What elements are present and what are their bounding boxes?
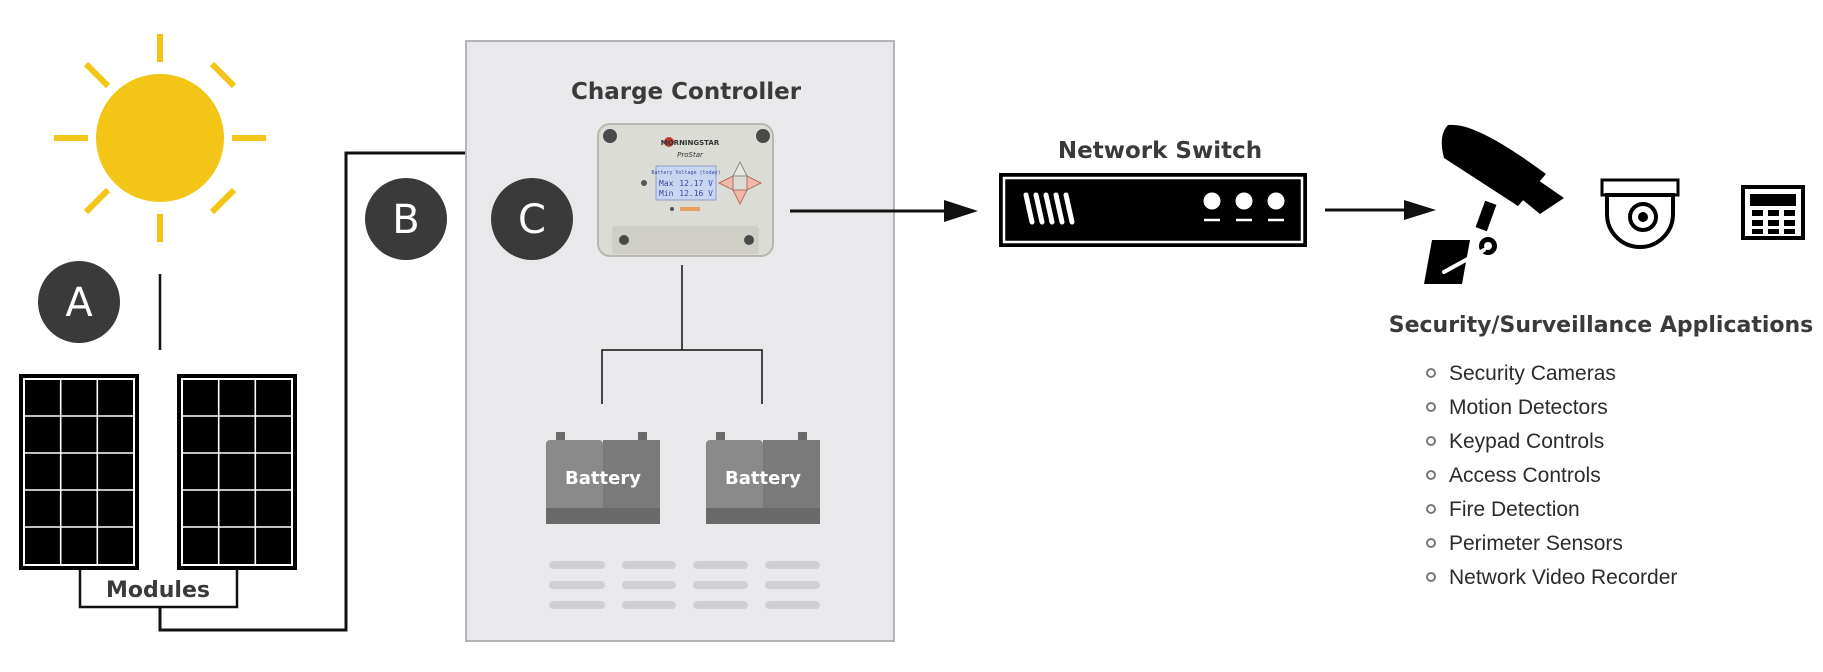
solar-panel-left [19, 374, 139, 570]
charge-controller-title: Charge Controller [571, 79, 802, 105]
svg-text:C: C [518, 197, 546, 243]
network-switch-icon [999, 173, 1307, 247]
svg-text:Battery: Battery [725, 468, 801, 489]
svg-text:Keypad Controls: Keypad Controls [1449, 430, 1604, 453]
bullet-icon [1426, 470, 1436, 480]
list-item: Access Controls [1426, 464, 1601, 487]
sun-icon [54, 34, 266, 242]
badge-c: C [491, 178, 573, 260]
controller-model: ProStar [677, 151, 704, 159]
applications-title: Security/Surveillance Applications [1389, 313, 1814, 338]
bullet-icon [1426, 368, 1436, 378]
battery-wiring [601, 265, 763, 404]
svg-text:Battery: Battery [565, 468, 641, 489]
svg-text:Network Video Recorder: Network Video Recorder [1449, 566, 1677, 589]
modules-label-box: Modules [78, 569, 239, 609]
list-item: Perimeter Sensors [1426, 532, 1623, 555]
svg-text:Security Cameras: Security Cameras [1449, 362, 1616, 385]
bullet-icon [1426, 402, 1436, 412]
arrow-to-apps [1404, 200, 1436, 220]
battery-left: Battery [546, 432, 660, 524]
lcd-title: Battery Voltage (today) [651, 170, 720, 176]
svg-text:A: A [65, 280, 93, 326]
charge-controller-device: MORNINGSTAR ProStar Battery Voltage (tod… [597, 123, 774, 257]
badge-b: B [365, 178, 447, 260]
dome-camera-icon [1600, 178, 1680, 249]
network-switch-title: Network Switch [1058, 138, 1262, 164]
svg-text:Perimeter Sensors: Perimeter Sensors [1449, 532, 1623, 555]
lcd-max-label: Max [659, 179, 674, 188]
applications-list: Security Cameras Motion Detectors Keypad… [1426, 362, 1677, 589]
bullet-icon [1426, 538, 1436, 548]
enclosure-vents [549, 561, 820, 609]
lcd-min-label: Min [659, 189, 674, 198]
list-item: Motion Detectors [1426, 396, 1608, 419]
list-item: Fire Detection [1426, 498, 1580, 521]
lcd-max-value: 12.17 V [679, 179, 713, 188]
security-camera-icon [1424, 124, 1564, 284]
badge-a: A [38, 261, 120, 343]
controller-keypad [717, 160, 763, 206]
svg-text:Access Controls: Access Controls [1449, 464, 1601, 487]
controller-brand: MORNINGSTAR [661, 139, 720, 147]
bullet-icon [1426, 572, 1436, 582]
arrow-to-switch [944, 200, 978, 222]
modules-to-controller-wire [158, 151, 548, 632]
list-item: Security Cameras [1426, 362, 1616, 385]
bullet-icon [1426, 504, 1436, 514]
svg-text:B: B [392, 197, 419, 243]
list-item: Keypad Controls [1426, 430, 1604, 453]
lcd-min-value: 12.16 V [679, 189, 713, 198]
bullet-icon [1426, 436, 1436, 446]
modules-label: Modules [106, 578, 210, 603]
list-item: Network Video Recorder [1426, 566, 1677, 589]
svg-text:Fire Detection: Fire Detection [1449, 498, 1580, 521]
svg-text:Motion Detectors: Motion Detectors [1449, 396, 1608, 419]
battery-right: Battery [706, 432, 820, 524]
solar-panel-right [177, 374, 297, 570]
keypad-icon [1741, 185, 1805, 240]
controller-lcd [655, 165, 717, 201]
